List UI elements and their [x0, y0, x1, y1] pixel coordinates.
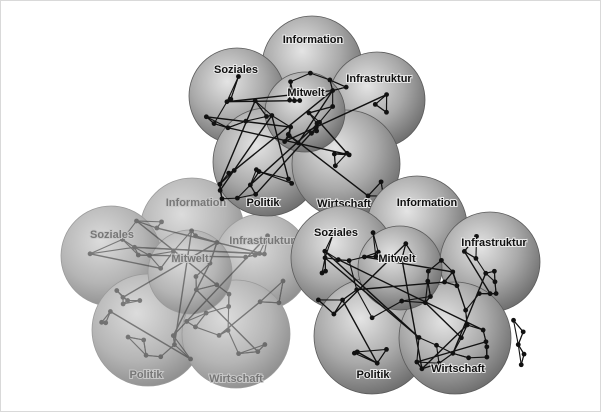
politics-label: Politik [129, 369, 163, 381]
society-label: Soziales [314, 227, 358, 239]
information-label: Information [166, 197, 227, 209]
information-label: Information [397, 197, 458, 209]
world-label: Mitwelt [378, 253, 416, 265]
politics-label: Politik [356, 369, 390, 381]
politics-label: Politik [246, 197, 280, 209]
infrastructure-label: Infrastruktur [229, 235, 295, 247]
information-label: Information [283, 34, 344, 46]
economy-label: Wirtschaft [209, 373, 263, 385]
economy-label: Wirtschaft [431, 363, 485, 375]
world-label: Mitwelt [287, 87, 325, 99]
society-label: Soziales [214, 64, 258, 76]
infrastructure-label: Infrastruktur [461, 237, 527, 249]
society-label: Soziales [90, 229, 134, 241]
infrastructure-label: Infrastruktur [346, 73, 412, 85]
world-label: Mitwelt [171, 253, 209, 265]
